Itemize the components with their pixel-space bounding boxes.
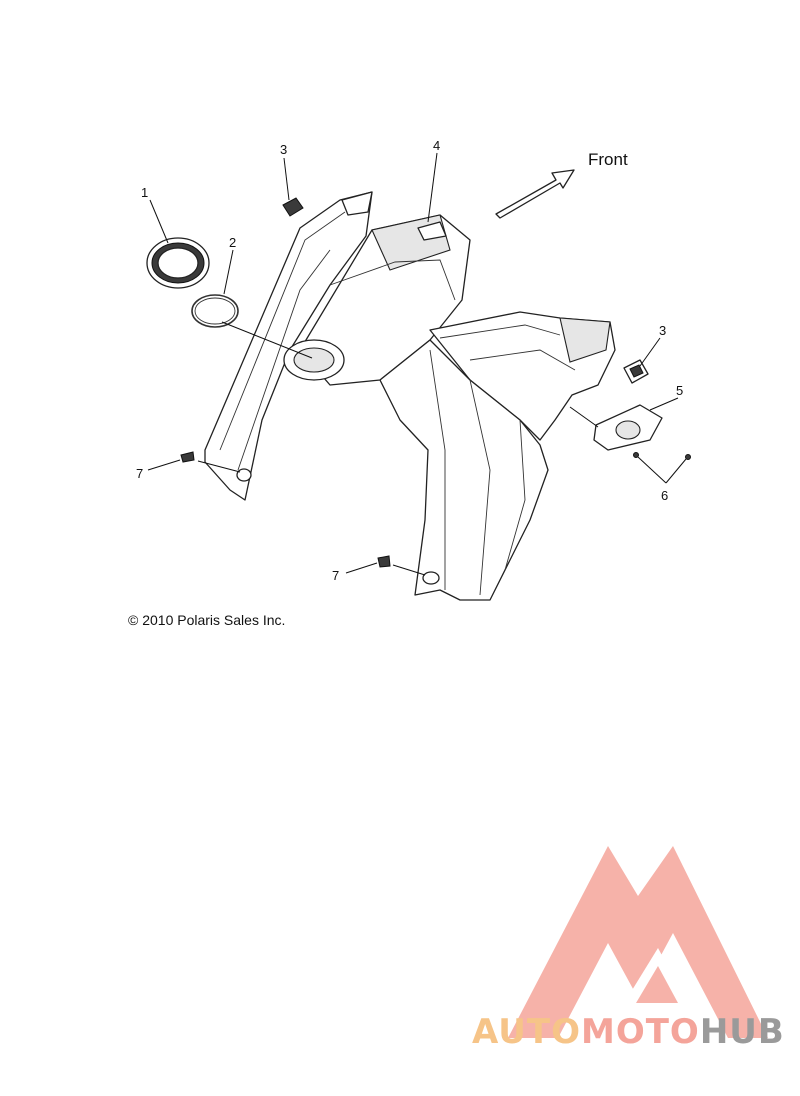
copyright-text: © 2010 Polaris Sales Inc. bbox=[128, 612, 286, 628]
watermark-logo bbox=[508, 846, 768, 1038]
part-mount-plate bbox=[593, 404, 663, 451]
leader-lines bbox=[147, 152, 687, 576]
watermark-triangle-outer bbox=[508, 846, 768, 1038]
callout-3-upper: 3 bbox=[280, 142, 287, 157]
front-label: Front bbox=[588, 150, 628, 169]
callout-3-right: 3 bbox=[659, 323, 666, 338]
part-o-ring bbox=[191, 294, 239, 328]
watermark-hub: HUB bbox=[699, 1012, 785, 1052]
callout-7-left: 7 bbox=[136, 466, 143, 481]
callout-7-bottom: 7 bbox=[332, 568, 339, 583]
watermark-moto: MOTO bbox=[580, 1012, 700, 1052]
part-clip-right bbox=[623, 359, 649, 384]
callout-6: 6 bbox=[661, 488, 668, 503]
callout-5: 5 bbox=[676, 383, 683, 398]
part-filler-ring bbox=[146, 237, 210, 289]
part-screws bbox=[633, 452, 691, 460]
watermark-text: AUTOMOTOHUB bbox=[472, 1012, 785, 1052]
watermark-triangle-core bbox=[636, 966, 678, 1003]
callout-2: 2 bbox=[229, 235, 236, 250]
callout-1: 1 bbox=[141, 185, 148, 200]
front-panel-assembly bbox=[204, 191, 616, 601]
callout-4: 4 bbox=[433, 138, 440, 153]
watermark-auto: AUTO bbox=[472, 1012, 581, 1052]
front-arrow bbox=[495, 169, 575, 219]
part-push-rivets bbox=[180, 451, 391, 568]
part-clip-upper bbox=[282, 197, 304, 217]
